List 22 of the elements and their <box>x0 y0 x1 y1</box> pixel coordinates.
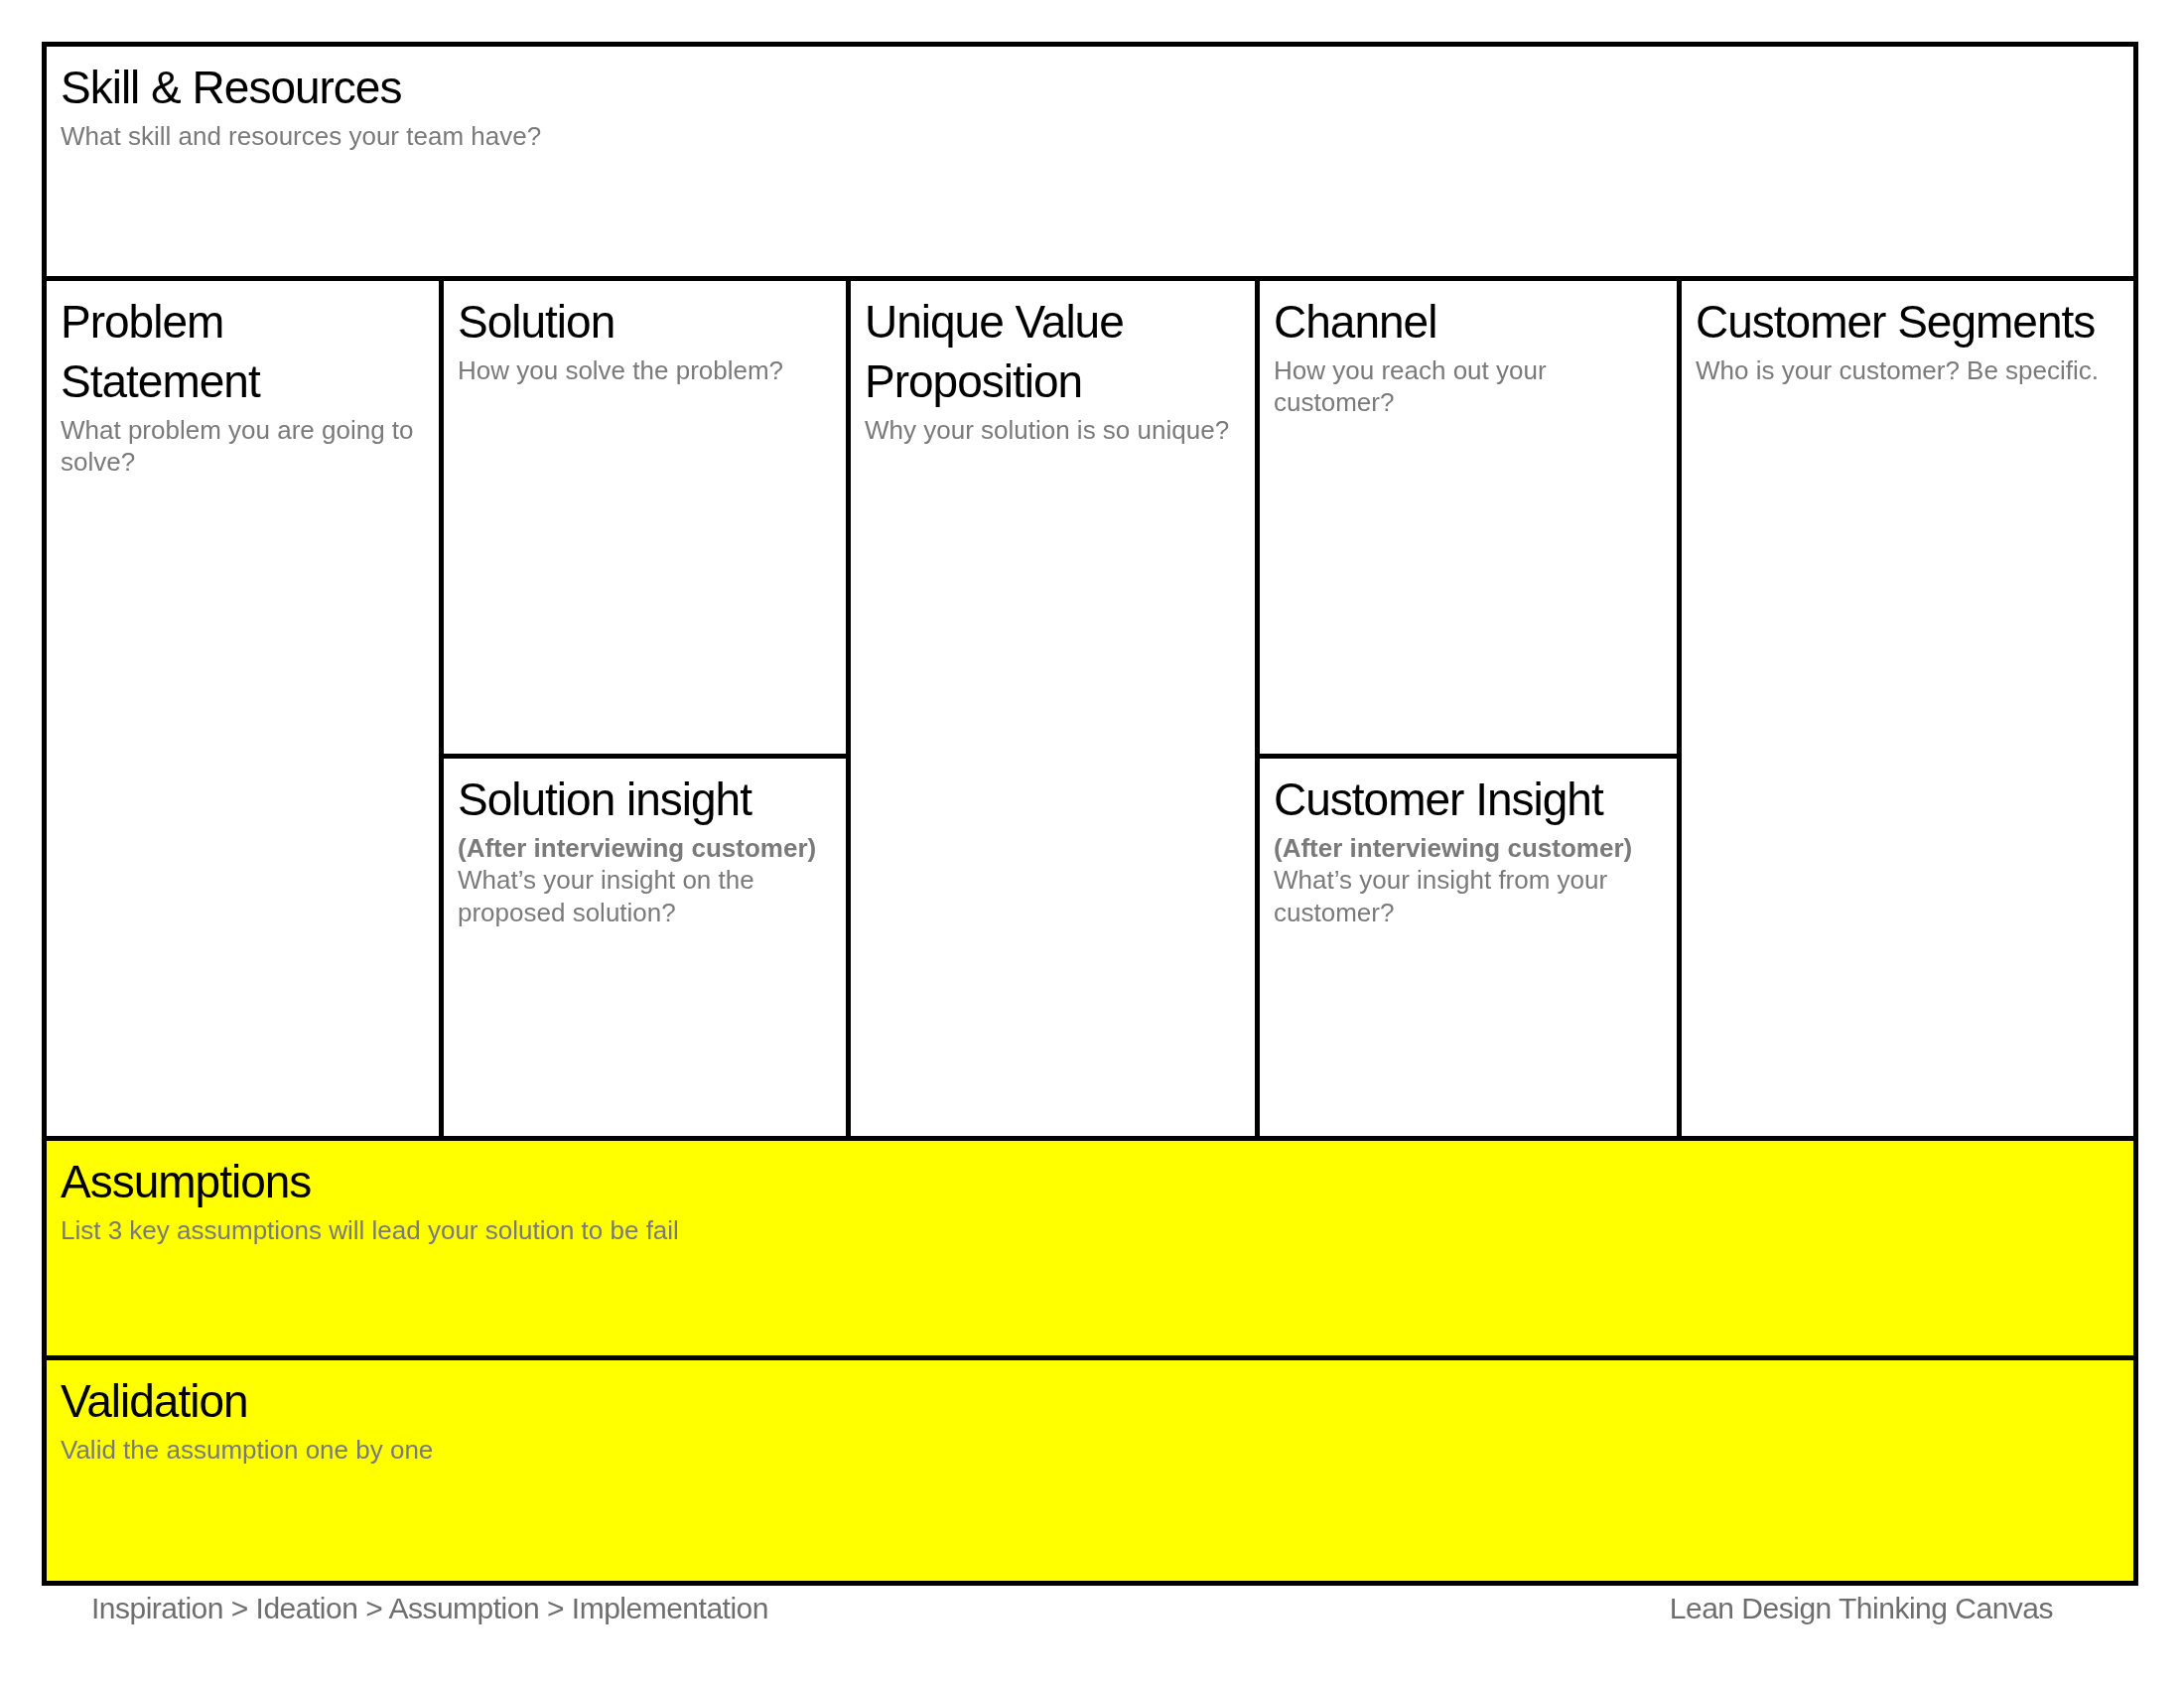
section-title: Problem Statement <box>61 295 262 409</box>
section-prompt: List 3 key assumptions will lead your solution to be fail <box>61 1213 680 1247</box>
section-title: Unique Value Proposition <box>865 295 1125 409</box>
section-prompt: What skill and resources your team have? <box>61 119 543 153</box>
footer-text: Inspiration > Ideation > Assumption > Implementation <box>91 1592 768 1625</box>
footer-text: Lean Design Thinking Canvas <box>1669 1592 2053 1625</box>
section-prompt: What problem you are going to solve? <box>61 413 415 479</box>
section-title: Validation <box>61 1374 249 1429</box>
section-prompt: Who is your customer? Be specific. <box>1696 353 2101 387</box>
section-title: Assumptions <box>61 1155 313 1209</box>
section-prompt: Why your solution is so unique? <box>865 413 1231 447</box>
section-title: Customer Segments <box>1696 295 2097 350</box>
section-prompt: Valid the assumption one by one <box>61 1433 435 1467</box>
section-prompt: How you reach out your customer? <box>1274 353 1548 419</box>
section-title: Solution <box>458 295 616 350</box>
section-prompt: (After interviewing customer) What’s your insight on the proposed solution? <box>458 831 818 929</box>
section-title: Skill & Resources <box>61 61 403 115</box>
section-title: Solution insight <box>458 773 753 827</box>
section-title: Channel <box>1274 295 1438 350</box>
section-title: Customer Insight <box>1274 773 1605 827</box>
section-prompt: How you solve the problem? <box>458 353 785 387</box>
section-prompt: (After interviewing customer) What’s your insight from your customer? <box>1274 831 1634 929</box>
